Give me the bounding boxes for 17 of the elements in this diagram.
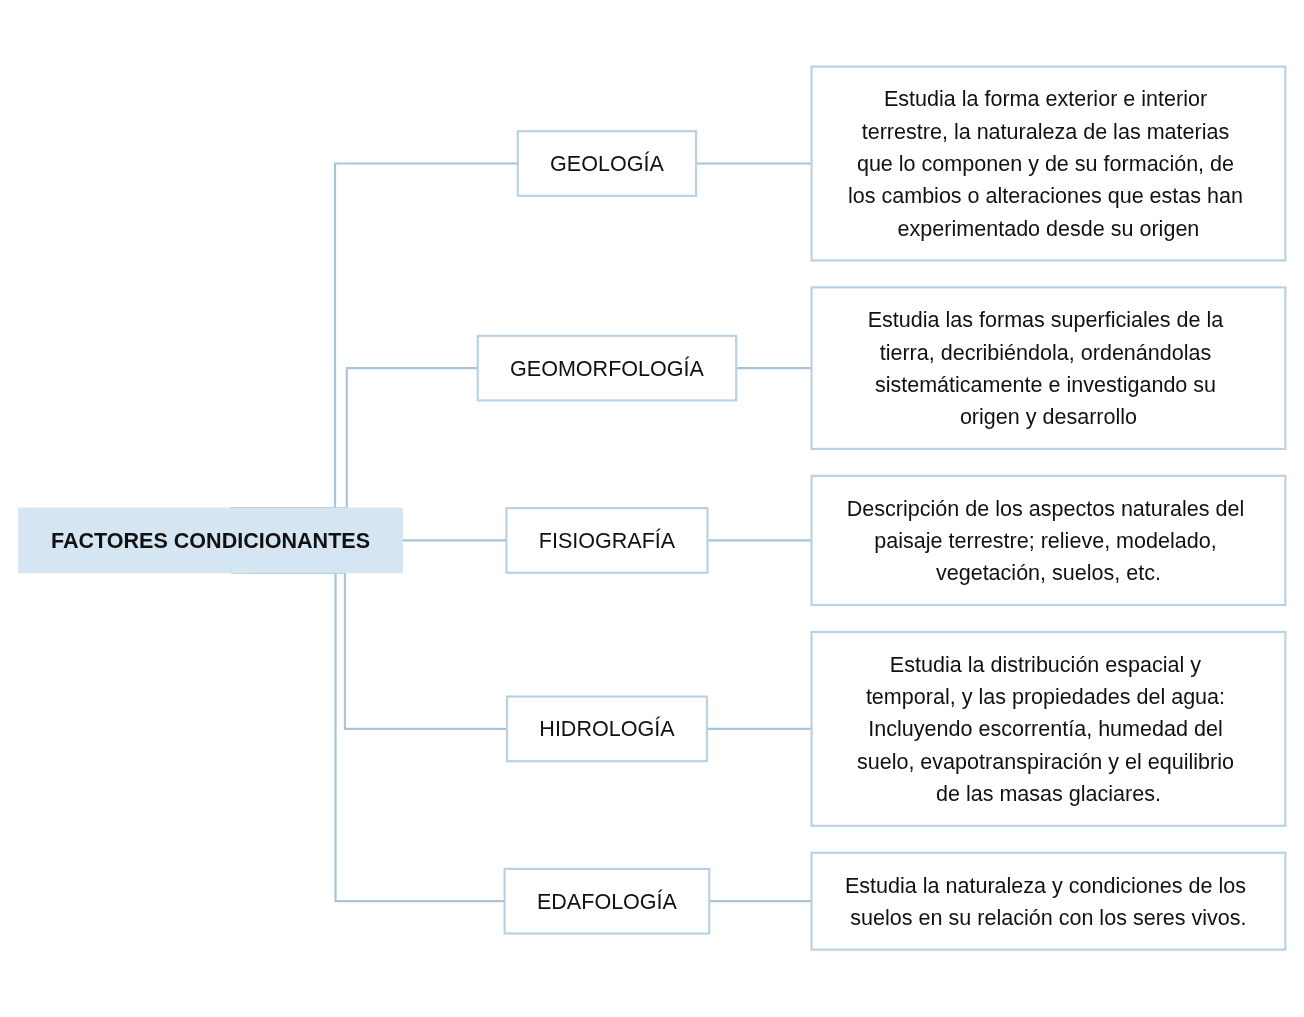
connector <box>736 367 812 370</box>
node-box: Descripción de los aspectos naturales del paisaje terrestre; relieve, modelado, vegetación, suelos, etc. <box>810 475 1287 607</box>
node-box: HIDROLOGÍA <box>505 695 708 763</box>
node-box: GEOLOGÍA <box>516 130 698 198</box>
node-box: Estudia la naturaleza y condiciones de los suelos en su relación con los seres vivos. <box>810 852 1287 952</box>
connector <box>696 162 812 165</box>
connector <box>709 900 812 903</box>
node-box: EDAFOLOGÍA <box>503 868 711 935</box>
node-box: Estudia las formas superficiales de la tierra, decribiéndola, ordenándolas sistemáticamente e investigando su origen y desarrollo <box>810 286 1287 451</box>
node-box: FACTORES CONDICIONANTES <box>18 507 403 574</box>
node-box: Estudia la forma exterior e interior terrestre, la naturaleza de las materias que lo componen y de su formación, de los cambios o alteraciones que estas han experimentado desde su origen <box>810 65 1287 262</box>
connector <box>707 539 812 542</box>
node-box: FISIOGRAFÍA <box>505 507 709 575</box>
connector <box>402 539 507 542</box>
connector <box>706 728 812 731</box>
node-box: GEOMORFOLOGÍA <box>476 335 738 402</box>
node-box: Estudia la distribución espacial y temporal, y las propiedades del agua: Incluyendo escorrentía, humedad del suelo, evapotranspiración y el equilibrio de las masas glaciares. <box>810 631 1287 828</box>
